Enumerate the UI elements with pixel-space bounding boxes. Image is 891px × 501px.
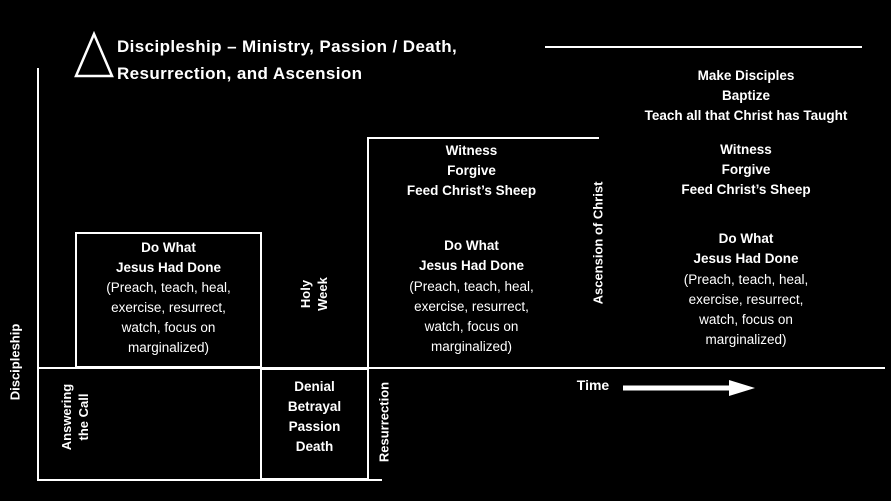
- stage1-heading: Do What Jesus Had Done: [115, 240, 222, 275]
- y-axis-line: [37, 68, 39, 480]
- baseline-bottom: [37, 479, 382, 481]
- passion-box: [260, 368, 369, 480]
- phase-answering-label: Answering the Call: [59, 383, 91, 451]
- ministry-box: [75, 232, 262, 368]
- stage3-detail: (Preach, teach, heal, exercise, resurrec…: [683, 272, 809, 347]
- stage3-heading: Do What Jesus Had Done: [693, 231, 799, 266]
- stage1-detail: (Preach, teach, heal, exercise, resurrec…: [106, 280, 231, 355]
- time-axis-label: Time: [576, 377, 610, 393]
- phase-holy-week-label: Holy Week: [298, 277, 330, 311]
- stage2-commission: Witness Forgive Feed Christ’s Sheep: [406, 143, 537, 198]
- step2-left-line: [367, 137, 369, 480]
- stage2-detail: (Preach, teach, heal, exercise, resurrec…: [409, 279, 534, 354]
- passion-events: Denial Betrayal Passion Death: [287, 379, 342, 454]
- stage2-heading: Do What Jesus Had Done: [418, 238, 525, 273]
- y-axis-label: Discipleship: [7, 323, 23, 401]
- stage3-great-commission: Make Disciples Baptize Teach all that Ch…: [644, 68, 848, 123]
- phase-ascension-label: Ascension of Christ: [590, 181, 606, 305]
- stage3-commission: Witness Forgive Feed Christ’s Sheep: [681, 142, 811, 197]
- triangle-icon: [74, 31, 114, 78]
- phase-resurrection-label: Resurrection: [376, 381, 392, 463]
- baseline-main: [37, 367, 885, 369]
- step2-top-line: [367, 137, 599, 139]
- right-arrow-icon: [623, 380, 755, 396]
- slide-title: Discipleship – Ministry, Passion / Death…: [117, 37, 458, 83]
- step3-top-line: [545, 46, 862, 48]
